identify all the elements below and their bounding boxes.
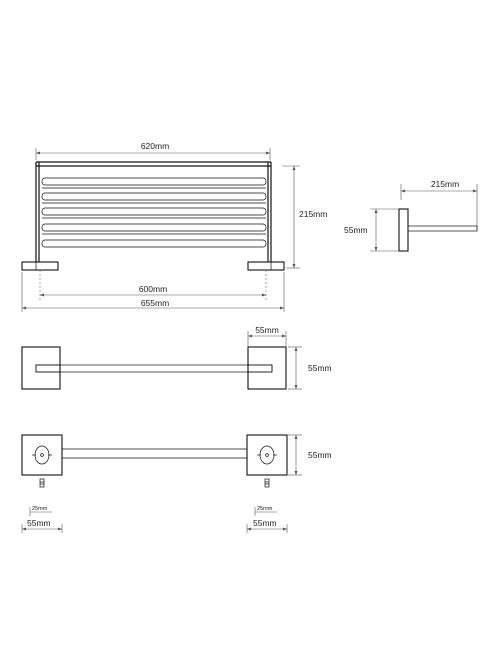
dim-655: 655mm <box>21 272 285 312</box>
dim-215-front: 215mm <box>282 165 327 269</box>
side-view: 215mm 55mm <box>344 179 478 252</box>
label-back-plate-width-left: 55mm <box>27 518 51 528</box>
right-mount-plate <box>247 261 285 271</box>
label-top-plate-depth: 55mm <box>308 363 332 373</box>
back-left-plate <box>21 434 63 476</box>
right-screw-icon <box>264 478 270 488</box>
label-back-plate-width-right: 55mm <box>253 518 277 528</box>
dim-55-side: 55mm <box>344 208 398 252</box>
label-front-width-top: 620mm <box>141 141 169 151</box>
label-side-depth: 215mm <box>431 179 459 189</box>
dim-55-top-depth: 55mm <box>288 346 332 390</box>
left-mount-plate <box>21 261 59 271</box>
dim-55-back-right: 55mm <box>246 518 288 533</box>
back-right-plate <box>246 434 288 476</box>
label-top-plate-width: 55mm <box>255 325 279 335</box>
rack-frame <box>35 161 272 262</box>
left-screw-icon <box>39 478 45 488</box>
dim-55-back-left: 55mm <box>21 518 63 533</box>
label-hole-offset-left: 25mm <box>32 506 48 512</box>
label-back-plate-height: 55mm <box>308 450 332 460</box>
top-left-plate <box>21 346 61 390</box>
label-front-height: 215mm <box>299 209 327 219</box>
dim-620: 620mm <box>35 141 271 160</box>
side-wall-plate <box>398 208 409 252</box>
side-arm <box>407 225 478 232</box>
label-hole-offset-right: 25mm <box>257 506 273 512</box>
front-view: 620mm <box>21 141 327 312</box>
right-keyhole-icon <box>257 445 277 465</box>
dim-25-right: 25mm <box>254 506 277 516</box>
label-side-height: 55mm <box>344 225 368 235</box>
left-keyhole-icon <box>32 445 52 465</box>
dim-215-side: 215mm <box>400 179 478 230</box>
top-right-plate <box>247 346 287 390</box>
dim-600: 600mm <box>40 284 266 297</box>
label-front-total-width: 655mm <box>141 298 169 308</box>
label-front-inner-width: 600mm <box>139 284 167 294</box>
mounting-view: 55mm 25mm 25mm 55mm 55mm <box>21 434 332 533</box>
dim-55-top-width: 55mm <box>247 325 287 346</box>
dim-25-left: 25mm <box>29 506 52 516</box>
top-bar <box>35 364 273 373</box>
dim-55-back-height: 55mm <box>288 434 332 476</box>
top-view: 55mm 55mm <box>21 325 332 390</box>
